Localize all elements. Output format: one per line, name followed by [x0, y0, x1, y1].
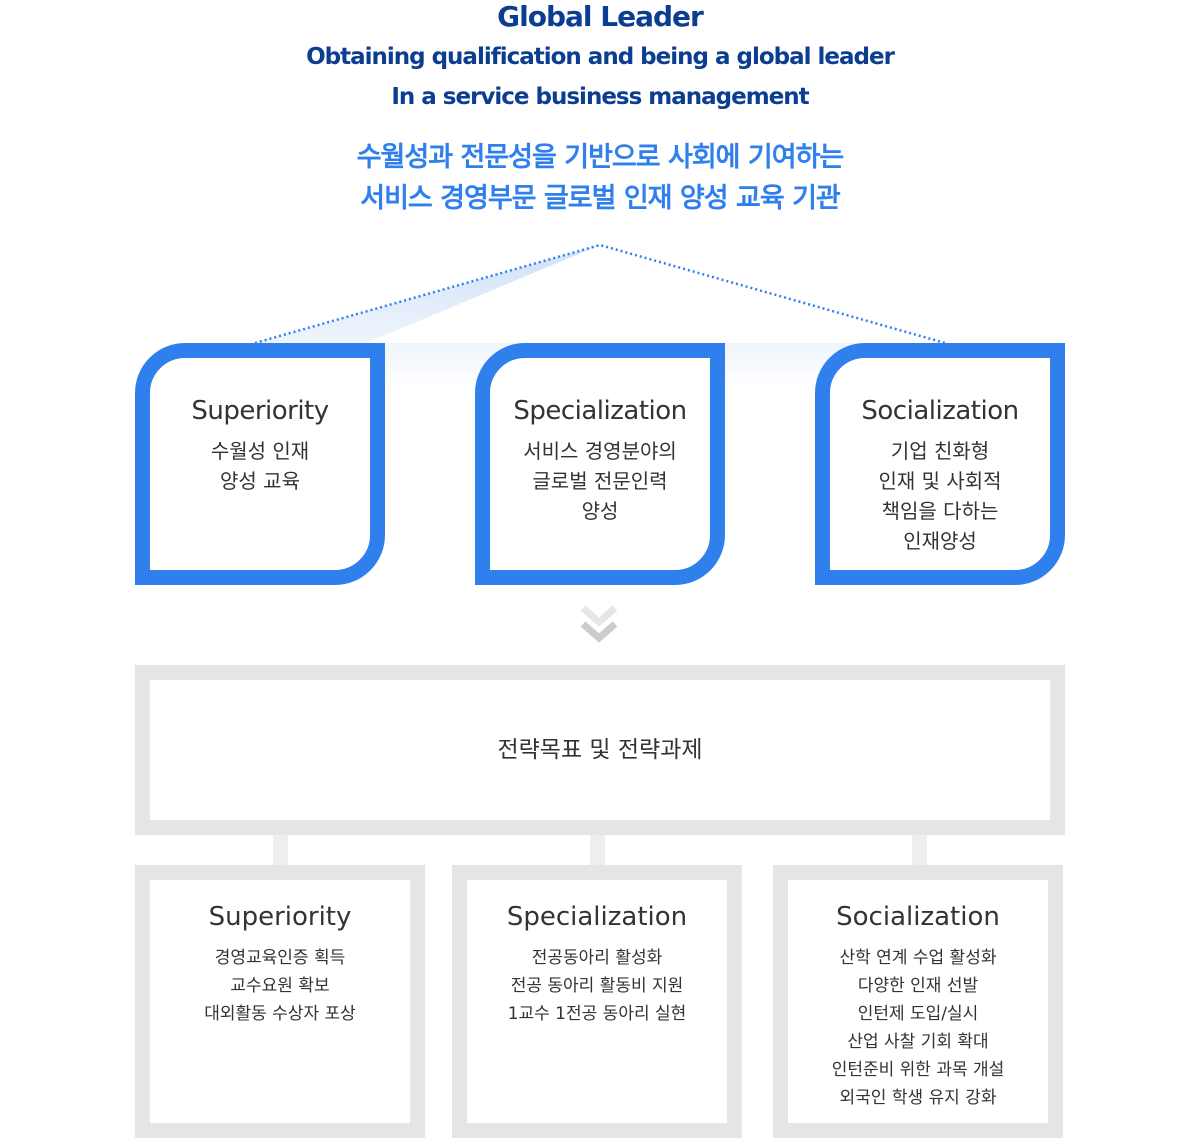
value-desc: 서비스 경영분야의 글로벌 전문인력 양성 [523, 439, 677, 523]
main-title: Global Leader [497, 0, 704, 33]
task-items: 경영교육인증 획득 교수요원 확보 대외활동 수상자 포상 [204, 948, 356, 1024]
value-title: Superiority [191, 396, 329, 426]
value-title: Specialization [513, 396, 687, 426]
value-box-specialization: Specialization 서비스 경영분야의 글로벌 전문인력 양성 [475, 343, 725, 585]
korean-mission: 수월성과 전문성을 기반으로 사회에 기여하는 서비스 경영부문 글로벌 인재 … [0, 137, 1200, 219]
strategy-box: 전략목표 및 전략과제 [135, 665, 1065, 835]
task-box-specialization: Specialization 전공동아리 활성화 전공 동아리 활동비 지원 1… [452, 865, 742, 1138]
connector [590, 835, 605, 865]
double-chevron-down-icon [580, 605, 618, 643]
task-box-superiority: Superiority 경영교육인증 획득 교수요원 확보 대외활동 수상자 포… [135, 865, 425, 1138]
mission-line-1: 수월성과 전문성을 기반으로 사회에 기여하는 [356, 142, 845, 173]
mission-line-2: 서비스 경영부문 글로벌 인재 양성 교육 기관 [360, 183, 841, 214]
connector [273, 835, 288, 865]
task-title: Socialization [836, 902, 1000, 932]
value-desc: 수월성 인재 양성 교육 [210, 439, 310, 493]
task-box-socialization: Socialization 산학 연계 수업 활성화 다양한 인재 선발 인턴제… [773, 865, 1063, 1138]
task-items: 전공동아리 활성화 전공 동아리 활동비 지원 1교수 1전공 동아리 실현 [507, 948, 687, 1024]
roof-triangle [254, 243, 946, 390]
value-title: Socialization [861, 396, 1019, 426]
task-items: 산학 연계 수업 활성화 다양한 인재 선발 인턴제 도입/실시 산업 사찰 기… [831, 948, 1005, 1108]
value-box-socialization: Socialization 기업 친화형 인재 및 사회적 책임을 다하는 인재… [815, 343, 1065, 585]
value-box-superiority: Superiority 수월성 인재 양성 교육 [135, 343, 385, 585]
task-title: Specialization [506, 902, 688, 932]
connector [912, 835, 927, 865]
subtitle-1: Obtaining qualification and being a glob… [306, 44, 895, 70]
task-title: Superiority [208, 902, 352, 932]
strategy-title: 전략목표 및 전략과제 [497, 737, 703, 763]
subtitle-2: In a service business management [391, 84, 809, 110]
value-desc: 기업 친화형 인재 및 사회적 책임을 다하는 인재양성 [878, 439, 1002, 553]
